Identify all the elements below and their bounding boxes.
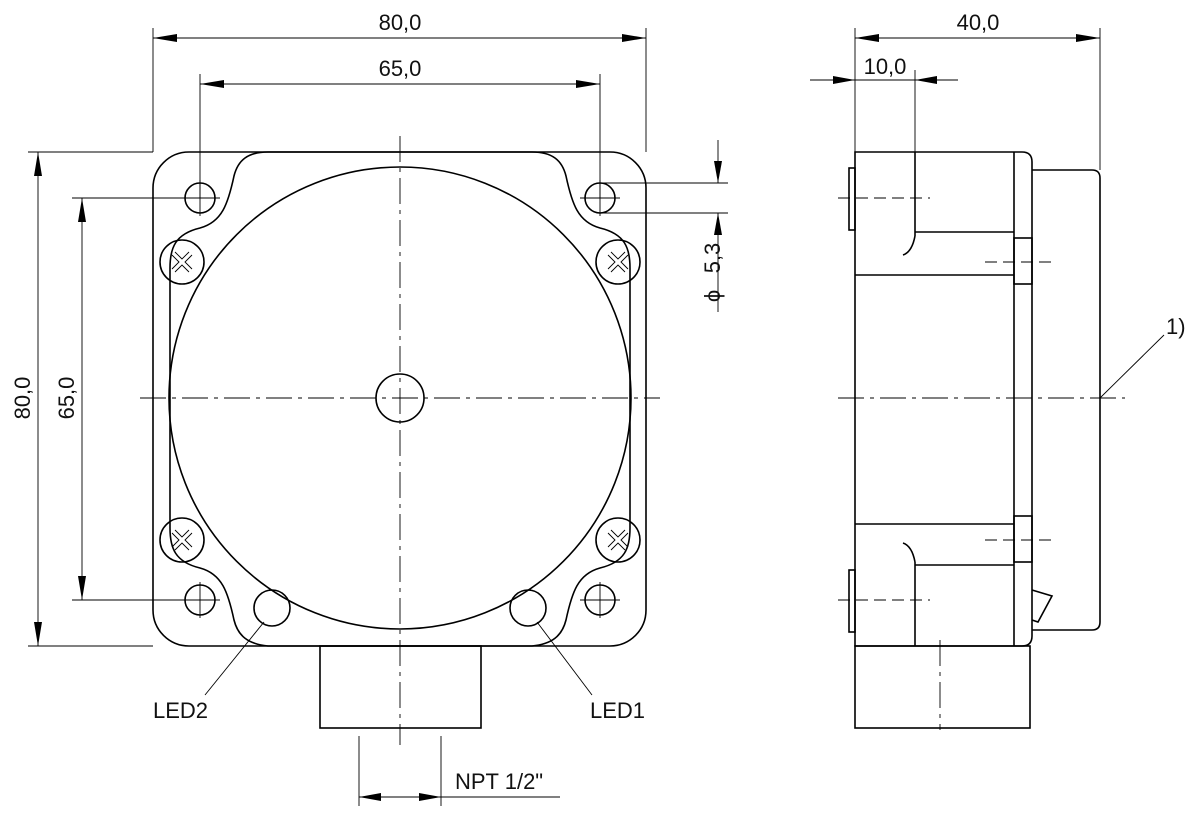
dim-hole-diameter-symbol: ϕ [700, 290, 725, 302]
sensing-circle [168, 166, 632, 630]
side-sensing-cap [1032, 169, 1101, 631]
front-view: LED2 LED1 [140, 136, 660, 745]
note-leader [1099, 334, 1165, 399]
screw-bottom-right [595, 517, 641, 563]
led1-window [509, 589, 547, 627]
front-dimensions: 80,0 65,0 80,0 65,0 ϕ 5,3 [10, 10, 728, 806]
screw-bottom-left [159, 517, 205, 563]
side-view: 1) [838, 151, 1186, 730]
dim-depth: 40,0 [957, 10, 1000, 35]
dim-height-holes: 65,0 [54, 377, 79, 420]
sensing-face-outline [169, 151, 631, 647]
housing-outline [152, 151, 647, 647]
conduit-connector [319, 645, 482, 729]
led2-leader [204, 621, 265, 696]
led2-label: LED2 [153, 698, 208, 723]
note-ref: 1) [1166, 314, 1186, 339]
dim-flange: 10,0 [864, 54, 907, 79]
dim-width-holes: 65,0 [379, 56, 422, 81]
led1-label: LED1 [590, 698, 645, 723]
side-conduit-connector [854, 645, 1031, 729]
dim-width-outer: 80,0 [379, 10, 422, 35]
thread-label: NPT 1/2" [455, 769, 543, 794]
side-dimensions: 40,0 10,0 [810, 10, 1101, 170]
dim-hole-diameter: 5,3 [700, 243, 725, 274]
led2-window [253, 589, 291, 627]
screw-top-left [159, 239, 205, 285]
side-body-outline [854, 151, 1033, 647]
led1-leader [536, 621, 593, 696]
screw-top-right [595, 239, 641, 285]
dim-height-outer: 80,0 [10, 377, 35, 420]
